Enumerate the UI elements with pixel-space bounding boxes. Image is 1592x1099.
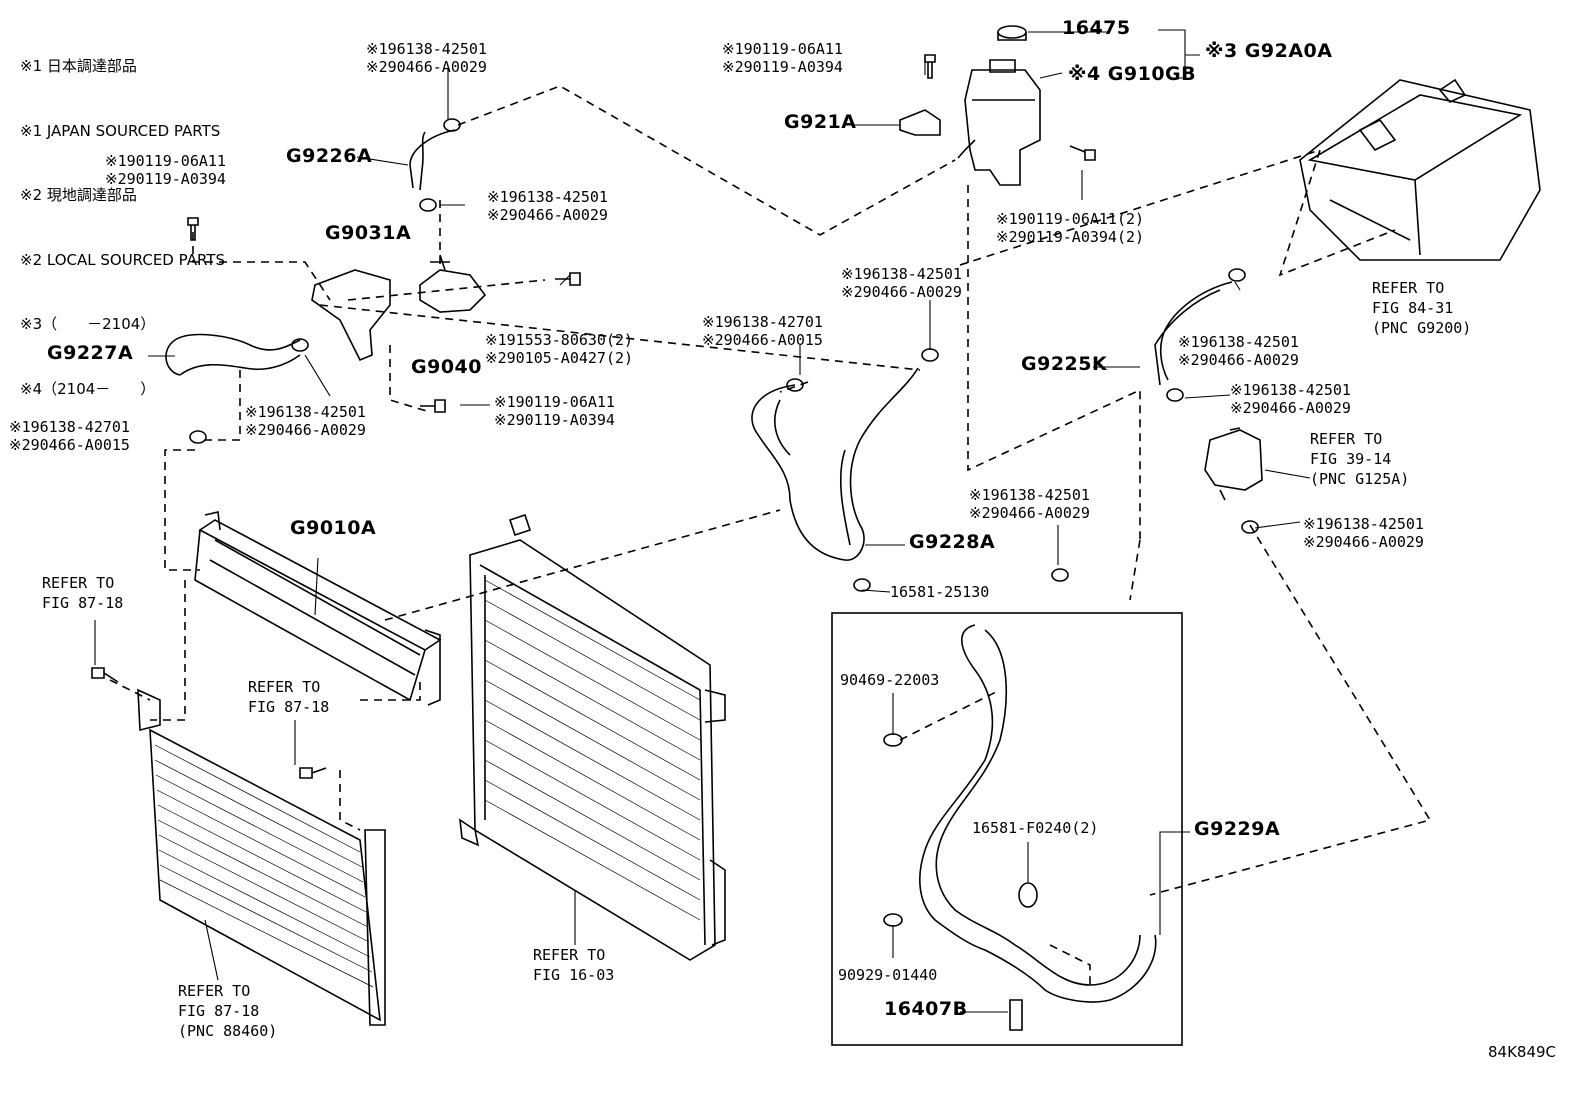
- callout-g921a[interactable]: G921A: [784, 111, 857, 133]
- callout-g910gb[interactable]: ※4 G910GB: [1068, 63, 1197, 85]
- callout-clip-g9225-japan[interactable]: ※196138-42501: [1178, 333, 1299, 351]
- hose-g9229a-drawing: [919, 624, 1157, 1003]
- pump-g9040-drawing: [419, 254, 487, 313]
- ref-g125a-line2[interactable]: FIG 39-14: [1310, 450, 1392, 468]
- ref-1603-line1[interactable]: REFER TO: [533, 946, 606, 964]
- legend-line: ※1 日本調達部品: [20, 57, 137, 75]
- callout-g9031a[interactable]: G9031A: [325, 222, 412, 244]
- ref-8718b-line2[interactable]: FIG 87-18: [248, 698, 330, 716]
- hose-g9227a-drawing: [165, 333, 301, 376]
- callout-clip-g9228b-japan[interactable]: ※196138-42701: [702, 313, 823, 331]
- callout-clip-g9227-japan[interactable]: ※196138-42501: [245, 403, 366, 421]
- callout-clip-low-japan[interactable]: ※196138-42501: [969, 486, 1090, 504]
- ref-8718a-line2[interactable]: FIG 87-18: [42, 594, 124, 612]
- ref-1603-line2[interactable]: FIG 16-03: [533, 966, 615, 984]
- callout-bolt-left-local[interactable]: ※290119-A0394: [105, 170, 226, 188]
- callout-bolt-top-local[interactable]: ※290119-A0394: [722, 58, 843, 76]
- callout-clip-low-local[interactable]: ※290466-A0029: [969, 504, 1090, 522]
- radiator-drawing: [459, 513, 726, 961]
- callout-clip-mid-japan[interactable]: ※196138-42501: [487, 188, 608, 206]
- callout-90929-01440[interactable]: 90929-01440: [838, 966, 938, 984]
- ref-8718b-line1[interactable]: REFER TO: [248, 678, 321, 696]
- bracket-g921a-drawing: [899, 109, 941, 136]
- callout-bolt2-local[interactable]: ※290105-A0427(2): [485, 349, 634, 367]
- callout-bolt-top-japan[interactable]: ※190119-06A11: [722, 40, 843, 58]
- ref-g9200-line2[interactable]: FIG 84-31: [1372, 299, 1454, 317]
- callout-clip-g9228-local[interactable]: ※290466-A0029: [841, 283, 962, 301]
- callout-g9225k[interactable]: G9225K: [1021, 353, 1108, 375]
- ref-g9200-line1[interactable]: REFER TO: [1372, 279, 1445, 297]
- g9229a-group-box: [831, 612, 1183, 1046]
- legend: ※1 日本調達部品 ※1 JAPAN SOURCED PARTS ※2 現地調達…: [20, 13, 225, 422]
- unit-g125a-drawing: [1204, 427, 1263, 501]
- callout-clip-left-japan[interactable]: ※196138-42701: [9, 418, 130, 436]
- clip-drawings: [189, 118, 1259, 927]
- callout-clip-g9228-japan[interactable]: ※196138-42501: [841, 265, 962, 283]
- callout-clip-g9227-local[interactable]: ※290466-A0029: [245, 421, 366, 439]
- drain-plug-16407b-drawing: [1009, 999, 1023, 1031]
- callout-clip-top-japan[interactable]: ※196138-42501: [366, 40, 487, 58]
- ref-g125a-line1[interactable]: REFER TO: [1310, 430, 1383, 448]
- callout-16407b[interactable]: 16407B: [884, 998, 968, 1020]
- ref-88460-line2[interactable]: FIG 87-18: [178, 1002, 260, 1020]
- hose-g9226a-drawing: [409, 129, 456, 191]
- hose-g9228a-drawing: [751, 367, 919, 561]
- callout-90469-22003[interactable]: 90469-22003: [840, 671, 940, 689]
- callout-bolt-left-japan[interactable]: ※190119-06A11: [105, 152, 226, 170]
- callout-16581-25130[interactable]: 16581-25130: [890, 583, 990, 601]
- ref-8718a-line1[interactable]: REFER TO: [42, 574, 115, 592]
- legend-line: ※3（ －2104）: [20, 315, 156, 333]
- callout-g9227a[interactable]: G9227A: [47, 342, 134, 364]
- callout-clip-left-local[interactable]: ※290466-A0015: [9, 436, 130, 454]
- callout-bolt3-local[interactable]: ※290119-A0394: [494, 411, 615, 429]
- bracket-g9031a-drawing: [311, 269, 391, 362]
- bolt-drawings: [91, 54, 1096, 779]
- ref-g125a-line3[interactable]: (PNC G125A): [1310, 470, 1410, 488]
- legend-line: ※2 現地調達部品: [20, 186, 137, 204]
- ref-88460-line3[interactable]: (PNC 88460): [178, 1022, 278, 1040]
- callout-g9040[interactable]: G9040: [411, 356, 482, 378]
- callout-g9229a[interactable]: G9229A: [1194, 818, 1281, 840]
- sub-radiator-g9010a-drawing: [194, 511, 442, 706]
- callout-g9226a[interactable]: G9226A: [286, 145, 373, 167]
- callout-g92a0a[interactable]: ※3 G92A0A: [1205, 40, 1333, 62]
- condenser-drawing: [137, 688, 386, 1026]
- callout-clip-mid-local[interactable]: ※290466-A0029: [487, 206, 608, 224]
- legend-line: ※2 LOCAL SOURCED PARTS: [20, 250, 225, 269]
- hose-g9225k-drawing: [1154, 281, 1233, 386]
- legend-line: ※1 JAPAN SOURCED PARTS: [20, 121, 221, 140]
- figure-id: 84K849C: [1488, 1043, 1557, 1061]
- inverter-assembly-drawing: [1299, 78, 1541, 261]
- callout-16581-f0240[interactable]: 16581-F0240(2): [972, 819, 1099, 837]
- callout-clip-right-local[interactable]: ※290466-A0029: [1303, 533, 1424, 551]
- callout-clip-g9228b-local[interactable]: ※290466-A0015: [702, 331, 823, 349]
- ref-88460-line1[interactable]: REFER TO: [178, 982, 251, 1000]
- callout-bolt3-japan[interactable]: ※190119-06A11: [494, 393, 615, 411]
- callout-bolt-right-local[interactable]: ※290119-A0394(2): [996, 228, 1145, 246]
- callout-bolt2-japan[interactable]: ※191553-80630(2): [485, 331, 634, 349]
- callout-bolt-right-japan[interactable]: ※190119-06A11(2): [996, 210, 1145, 228]
- callout-clip-g9225b-local[interactable]: ※290466-A0029: [1230, 399, 1351, 417]
- reservoir-tank-drawing: [957, 25, 1041, 186]
- callout-g9010a[interactable]: G9010A: [290, 517, 377, 539]
- callout-clip-g9225-local[interactable]: ※290466-A0029: [1178, 351, 1299, 369]
- ref-g9200-line3[interactable]: (PNC G9200): [1372, 319, 1472, 337]
- callout-clip-g9225b-japan[interactable]: ※196138-42501: [1230, 381, 1351, 399]
- callout-clip-top-local[interactable]: ※290466-A0029: [366, 58, 487, 76]
- callout-g9228a[interactable]: G9228A: [909, 531, 996, 553]
- solid-leader-lines: [94, 29, 1311, 1013]
- callout-clip-right-japan[interactable]: ※196138-42501: [1303, 515, 1424, 533]
- callout-16475[interactable]: 16475: [1062, 17, 1131, 39]
- legend-line: ※4（2104－ ）: [20, 379, 156, 398]
